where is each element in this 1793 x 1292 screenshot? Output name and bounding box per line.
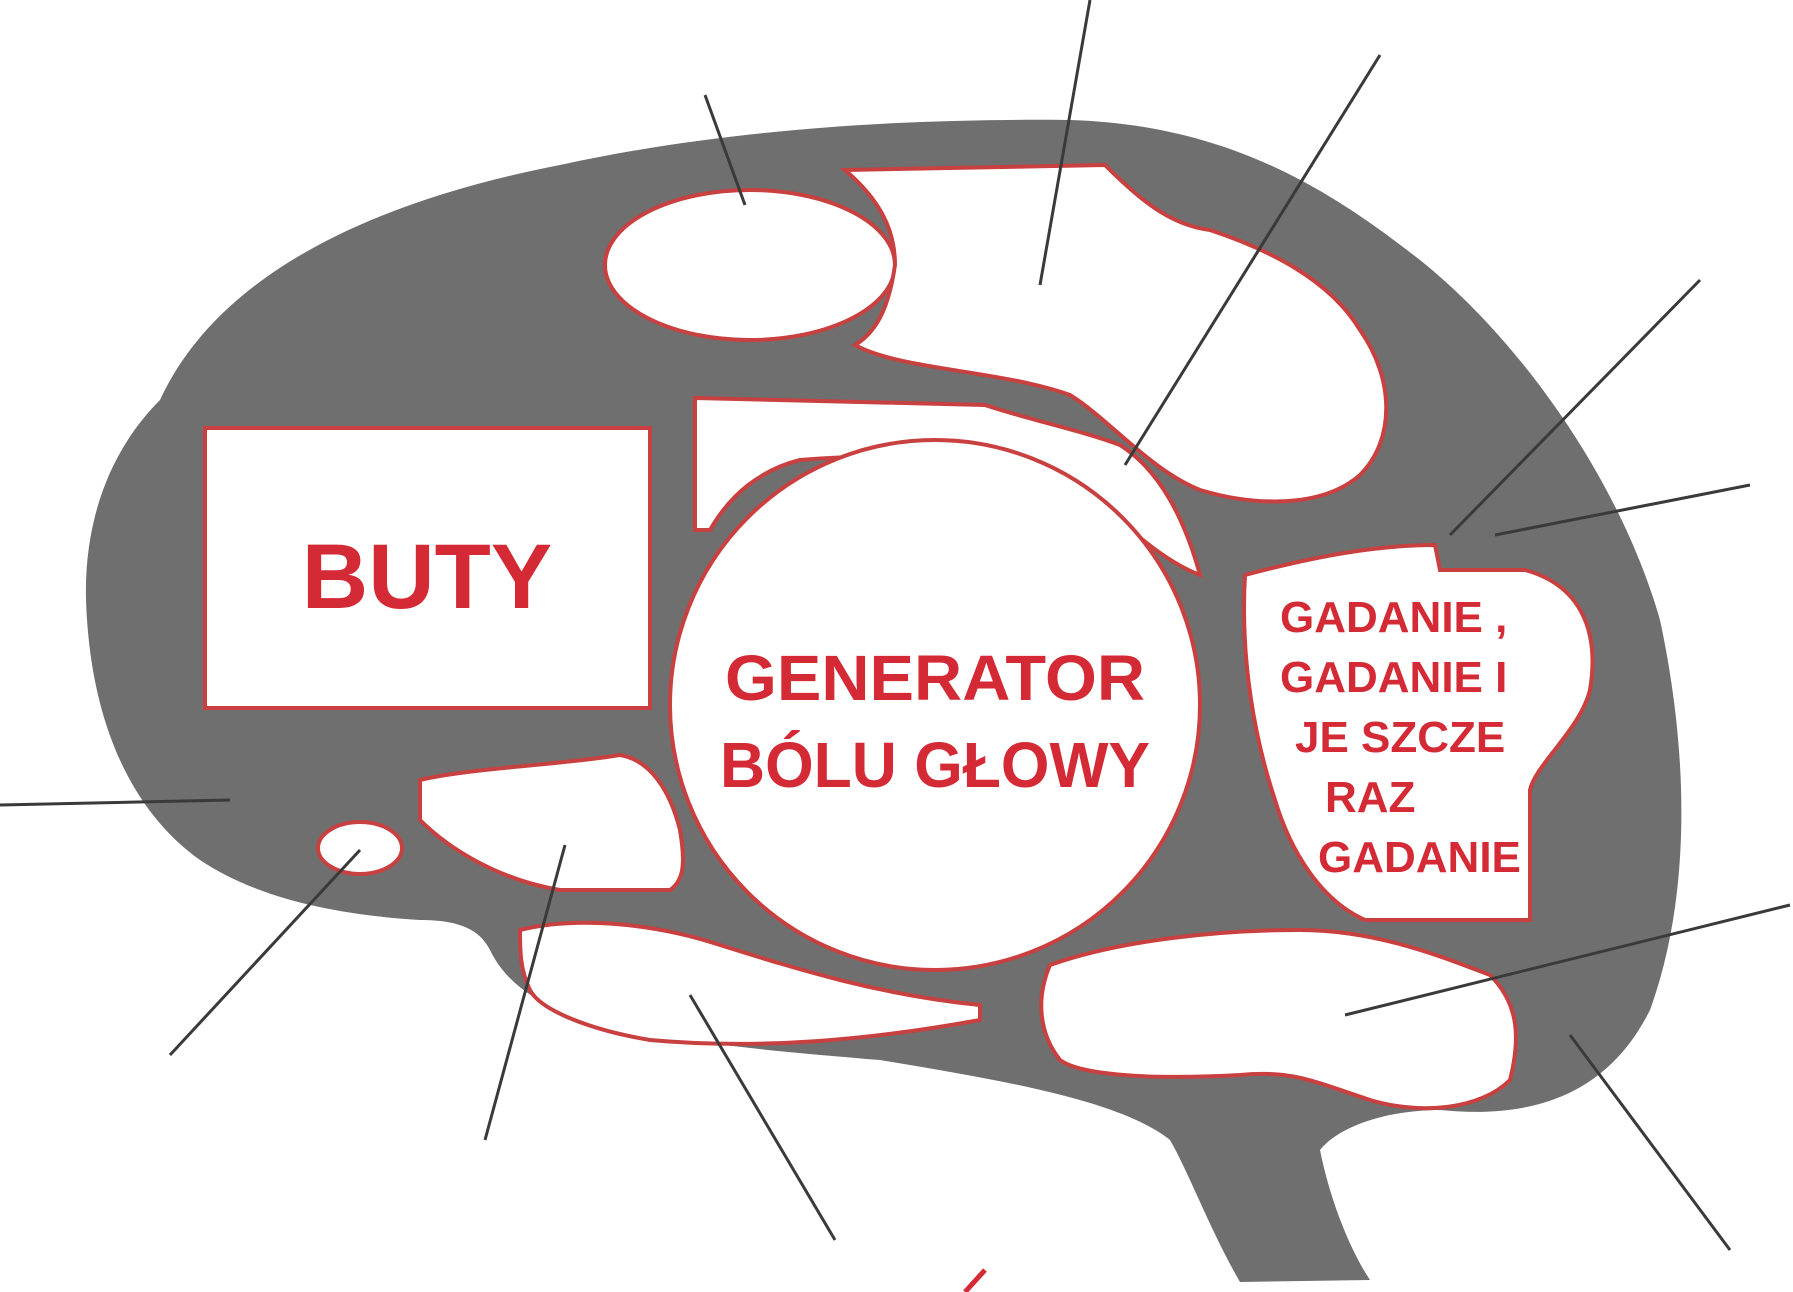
region-temporal — [517, 920, 982, 1046]
leader-line — [688, 994, 837, 1241]
region-generator — [668, 438, 1202, 972]
region-buty — [203, 426, 652, 710]
region-lower-right — [1039, 927, 1518, 1111]
label-gadanie-line: GADANIE — [1318, 833, 1521, 882]
leader-line — [1448, 278, 1702, 537]
region-top-right — [839, 162, 1389, 504]
label-gadanie-line: JE SZCZE — [1295, 713, 1505, 762]
region-lower-mid — [418, 752, 685, 892]
label-bolu-glowy: BÓLU GŁOWY — [720, 729, 1150, 801]
label-gadanie-line: RAZ — [1325, 773, 1415, 822]
leader-line — [1038, 0, 1092, 286]
leader-line — [168, 848, 362, 1057]
leader-line — [1494, 483, 1751, 537]
region-gadanie — [1242, 542, 1595, 922]
label-gadanie-line: GADANIE I — [1280, 653, 1507, 702]
label-generator: GENERATOR — [725, 642, 1145, 714]
region-top-oval — [603, 188, 897, 342]
label-buty: BUTY — [302, 526, 552, 628]
leader-line — [1568, 1034, 1732, 1251]
region-small-oval — [316, 820, 404, 876]
leader-line — [703, 94, 747, 206]
leader-line — [0, 798, 231, 807]
leader-lines — [0, 0, 1791, 1251]
leader-line — [483, 844, 567, 1141]
leader-line — [1344, 903, 1791, 1017]
leader-line-red — [963, 1268, 987, 1292]
label-gadanie-line: GADANIE , — [1280, 593, 1507, 642]
leader-line — [1123, 54, 1382, 466]
